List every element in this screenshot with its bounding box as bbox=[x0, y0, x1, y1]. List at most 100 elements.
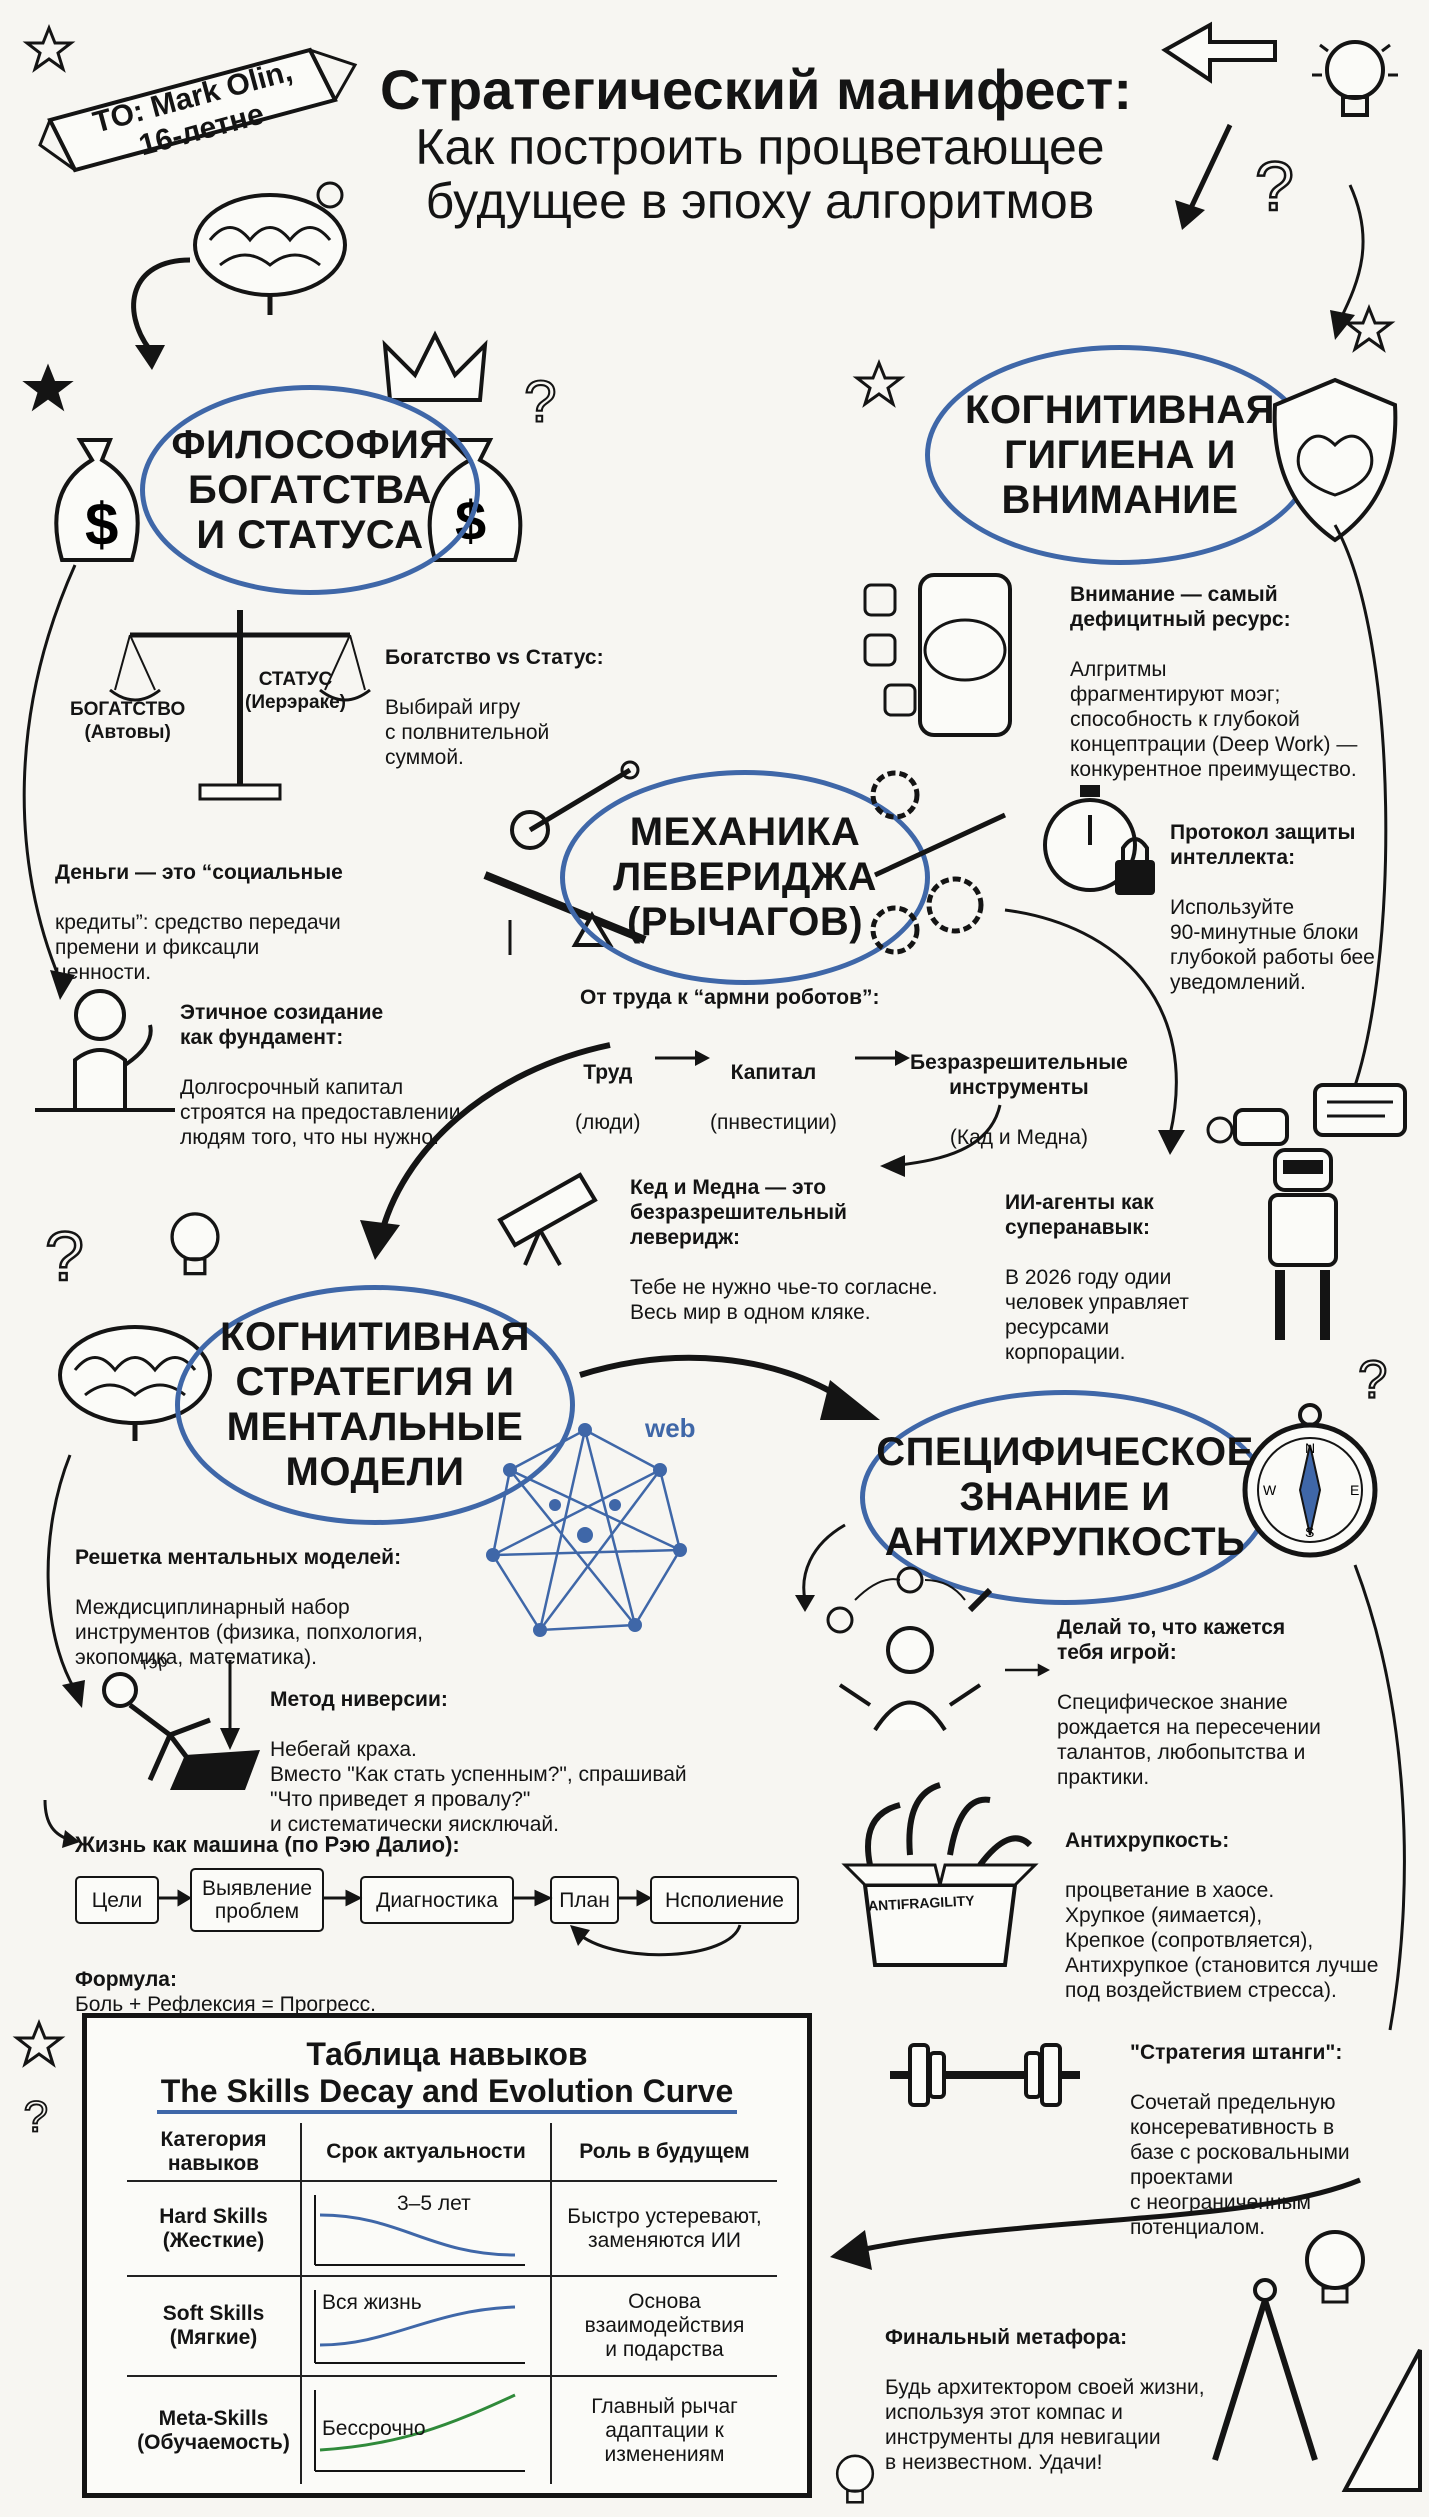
curved-arrow-icon bbox=[131, 257, 191, 370]
drafting-tools-icon bbox=[1212, 2230, 1422, 2492]
telescope-icon bbox=[497, 1172, 598, 1266]
wealth-vs-status-block: Богатство vs Статус: Выбирай игру с полв… bbox=[385, 620, 604, 770]
step-problems: Выявление проблем bbox=[190, 1868, 324, 1932]
star-icon bbox=[22, 23, 76, 73]
connector-arrow bbox=[46, 1454, 85, 1708]
growth-curve bbox=[314, 2390, 525, 2472]
ai-agents-block: ИИ-агенты как суперанавык: В 2026 году о… bbox=[1005, 1165, 1189, 1365]
inversion-text: Небегай краха. Вместо "Как стать успенны… bbox=[270, 1738, 687, 1836]
crown-icon bbox=[382, 330, 488, 402]
skills-row-term: 3–5 лет bbox=[397, 2192, 471, 2215]
robot-icon bbox=[1206, 1083, 1407, 1340]
phone-brain-icon bbox=[863, 573, 1012, 737]
flow-arrow-icon bbox=[855, 1050, 910, 1066]
lightbulb-icon bbox=[835, 2454, 875, 2504]
lattice-title: Решетка ментальных моделей: bbox=[75, 1546, 402, 1569]
skills-row-term-cell: 3–5 лет bbox=[300, 2180, 552, 2277]
question-icon: ? bbox=[1254, 146, 1295, 227]
svg-text:N: N bbox=[1305, 1440, 1315, 1456]
section-wealth-title: ФИЛОСОФИЯ БОГАТСТВА И СТАТУСА bbox=[171, 422, 449, 557]
page-subtitle: Как построить процветающее будущее в эпо… bbox=[415, 119, 1105, 229]
connector-arrow bbox=[22, 564, 77, 1000]
flow-labor-title: Труд bbox=[583, 1061, 633, 1084]
flow-labor-sub: (люди) bbox=[575, 1111, 641, 1134]
attention-text: Алгритмы фрагментируют моэг; способность… bbox=[1070, 658, 1358, 781]
arrow-left-icon bbox=[1161, 21, 1277, 84]
ethic-block: Этичное созидание как фундамент: Долгоср… bbox=[180, 975, 460, 1150]
machine-title: Жизнь как машина (по Рэю Далио): bbox=[75, 1832, 460, 1857]
flow-capital-title: Капитал bbox=[730, 1061, 817, 1084]
play-title: Делай то, что кажется тебя игрой: bbox=[1057, 1616, 1286, 1664]
svg-text:?: ? bbox=[524, 370, 556, 435]
question-icon: ? bbox=[44, 1216, 85, 1297]
decay-curve bbox=[314, 2195, 525, 2266]
flow-arrow-icon bbox=[655, 1050, 710, 1066]
scale-left-label: БОГАТСТВО (Автовы) bbox=[70, 699, 186, 743]
skills-row-role: Главный рычаг адаптации к изменениям bbox=[550, 2375, 777, 2484]
skills-row-term-cell: Бессрочно bbox=[300, 2375, 552, 2484]
wealth-vs-status-title: Богатство vs Статус: bbox=[385, 646, 604, 669]
money-text: кредиты”: средство передачи премени и фи… bbox=[55, 911, 341, 984]
antifragility-block: Антихрупкость: процветание в хаосе. Хруп… bbox=[1065, 1803, 1378, 2003]
question-icon: ? bbox=[523, 369, 558, 436]
svg-text:S: S bbox=[1305, 1524, 1314, 1540]
skills-row-role: Быстро устеревают, заменяются ИИ bbox=[550, 2180, 777, 2277]
down-arrow-icon bbox=[1175, 123, 1233, 230]
hydra-box-icon bbox=[841, 1782, 1039, 1967]
code-media-block: Кед и Медна — это безразрешительный леве… bbox=[630, 1150, 938, 1325]
section-leverage-oval: МЕХАНИКА ЛЕВЕРИДЖА (РЫЧАГОВ) bbox=[560, 770, 930, 985]
skills-row-category: Soft Skills (Мягкие) bbox=[127, 2275, 302, 2377]
flow-labor: Труд (люди) bbox=[575, 1035, 641, 1135]
lifetime-curve bbox=[314, 2290, 525, 2364]
connector-arrow bbox=[880, 1104, 1002, 1177]
star-icon bbox=[1342, 303, 1396, 353]
play-block: Делай то, что кажется тебя игрой: Специф… bbox=[1057, 1590, 1321, 1790]
protocol-text: Используйте 90-минутные блоки глубокой р… bbox=[1170, 896, 1375, 994]
lattice-block: Решетка ментальных моделей: Междисциплин… bbox=[75, 1520, 423, 1670]
question-icon: ? bbox=[23, 2092, 49, 2143]
money-title: Деньги — это “социальные bbox=[55, 861, 343, 884]
shield-brain-icon bbox=[1272, 377, 1398, 543]
skills-table: Категория навыков Срок актуальности Роль… bbox=[127, 2123, 777, 2484]
ai-agents-text: В 2026 году одии человек управляет ресур… bbox=[1005, 1266, 1189, 1364]
svg-text:$: $ bbox=[85, 491, 118, 558]
final-text: Будь архитектором своей жизни, используя… bbox=[885, 2376, 1205, 2474]
skills-header-role: Роль в будущем bbox=[550, 2123, 777, 2182]
barbell-title: "Стратегия штанги": bbox=[1130, 2041, 1343, 2064]
skills-table-frame: Таблица навыков The Skills Decay and Evo… bbox=[82, 2013, 812, 2498]
ai-agents-title: ИИ-агенты как суперанавык: bbox=[1005, 1191, 1154, 1239]
barbell-text: Сочетай предельную консеревативность в б… bbox=[1130, 2091, 1350, 2239]
step-arrows bbox=[157, 1889, 653, 1907]
skills-row-term: Вся жизнь bbox=[322, 2291, 422, 2314]
connector-arrow bbox=[220, 1660, 240, 1750]
skills-row-category: Meta-Skills (Обучаемость) bbox=[127, 2375, 302, 2484]
section-specific-oval: СПЕЦИФИЧЕСКОЕ ЗНАНИЕ И АНТИХРУПКОСТЬ bbox=[860, 1390, 1270, 1605]
skills-table-title: Таблица навыков bbox=[306, 2036, 588, 2072]
connector-arrow bbox=[43, 1799, 80, 1848]
connector-arrow bbox=[360, 1042, 611, 1260]
svg-text:?: ? bbox=[1255, 147, 1294, 225]
skills-header-category: Категория навыков bbox=[127, 2123, 302, 2182]
loop-arrow bbox=[570, 1924, 742, 1957]
connector-arrow bbox=[1333, 524, 1388, 1101]
banner-ribbon bbox=[38, 47, 358, 173]
lightbulb-icon bbox=[170, 1212, 220, 1276]
section-hygiene-oval: КОГНИТИВНАЯ ГИГИЕНА И ВНИМАНИЕ bbox=[925, 345, 1315, 565]
juggling-person-icon bbox=[826, 1566, 993, 1732]
pulley-icon bbox=[510, 760, 640, 850]
compass-icon: N E W S bbox=[1242, 1403, 1378, 1558]
ethic-text: Долгосрочный капитал строятся на предост… bbox=[180, 1076, 461, 1149]
connector-arrow bbox=[830, 2177, 1361, 2270]
star-icon bbox=[12, 2018, 66, 2068]
code-media-title: Кед и Медна — это безразрешительный леве… bbox=[630, 1176, 847, 1249]
ethic-title: Этичное созидание как фундамент: bbox=[180, 1001, 384, 1049]
section-specific-title: СПЕЦИФИЧЕСКОЕ ЗНАНИЕ И АНТИХРУПКОСТЬ bbox=[876, 1430, 1254, 1564]
attention-block: Внимание — самый дефицитный ресурс: Алгр… bbox=[1070, 557, 1357, 782]
section-wealth-oval: ФИЛОСОФИЯ БОГАТСТВА И СТАТУСА bbox=[140, 385, 480, 595]
connector-arrow bbox=[1353, 1564, 1406, 2031]
code-media-text: Тебе не нужно чье-то согласне. Весь мир … bbox=[630, 1276, 938, 1324]
section-hygiene-title: КОГНИТИВНАЯ ГИГИЕНА И ВНИМАНИЕ bbox=[965, 387, 1275, 522]
antifragility-text: процветание в хаосе. Хрупкое (яимается),… bbox=[1065, 1879, 1379, 2002]
step-goals: Цели bbox=[75, 1876, 159, 1924]
svg-text:W: W bbox=[1263, 1482, 1277, 1498]
